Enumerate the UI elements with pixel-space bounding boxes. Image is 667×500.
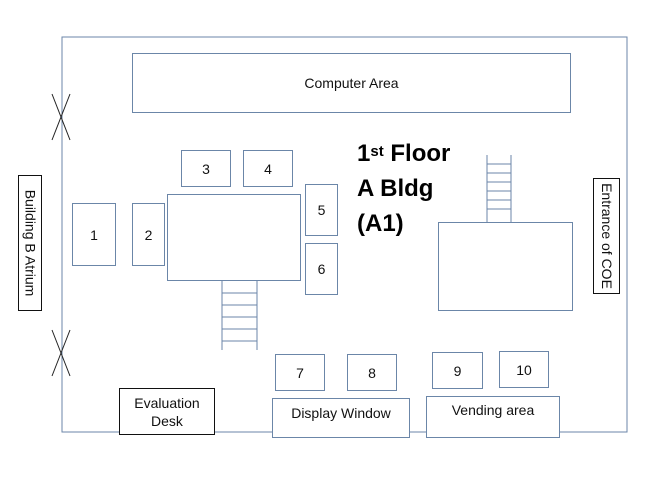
station-1: 1	[72, 203, 116, 266]
evaluation-desk-line1: Evaluation	[134, 394, 200, 411]
display-window: Display Window	[272, 398, 410, 438]
station-2: 2	[132, 203, 165, 266]
door-cross-bottom	[51, 329, 71, 377]
station-6: 6	[305, 243, 338, 295]
evaluation-desk-line2: Desk	[151, 412, 183, 429]
station-9: 9	[432, 352, 483, 389]
right-staircase	[486, 155, 512, 222]
floor-number: 1	[357, 140, 371, 167]
building-b-atrium: Building B Atrium	[18, 175, 42, 311]
floor-title-line1: 1st Floor	[357, 136, 450, 171]
right-block	[438, 222, 573, 311]
station-3: 3	[181, 150, 231, 187]
station-7: 7	[275, 354, 325, 391]
floor-title-code: (A1)	[357, 210, 404, 237]
station-10: 10	[499, 351, 549, 388]
entrance-of-coe: Entrance of COE	[593, 178, 620, 294]
floor-suffix: st	[370, 143, 384, 160]
floor-title: 1st Floor A Bldg (A1)	[357, 136, 450, 241]
computer-area: Computer Area	[132, 53, 571, 113]
station-5: 5	[305, 184, 338, 236]
floor-word: Floor	[390, 140, 451, 167]
station-4: 4	[243, 150, 293, 187]
building-b-atrium-label: Building B Atrium	[22, 189, 39, 297]
entrance-of-coe-label: Entrance of COE	[598, 183, 615, 289]
central-block	[167, 194, 301, 281]
floor-title-building: A Bldg	[357, 175, 434, 202]
vending-area: Vending area	[426, 396, 560, 438]
left-staircase	[221, 281, 258, 350]
door-cross-top	[51, 93, 71, 141]
evaluation-desk: Evaluation Desk	[119, 388, 215, 435]
station-8: 8	[347, 354, 397, 391]
